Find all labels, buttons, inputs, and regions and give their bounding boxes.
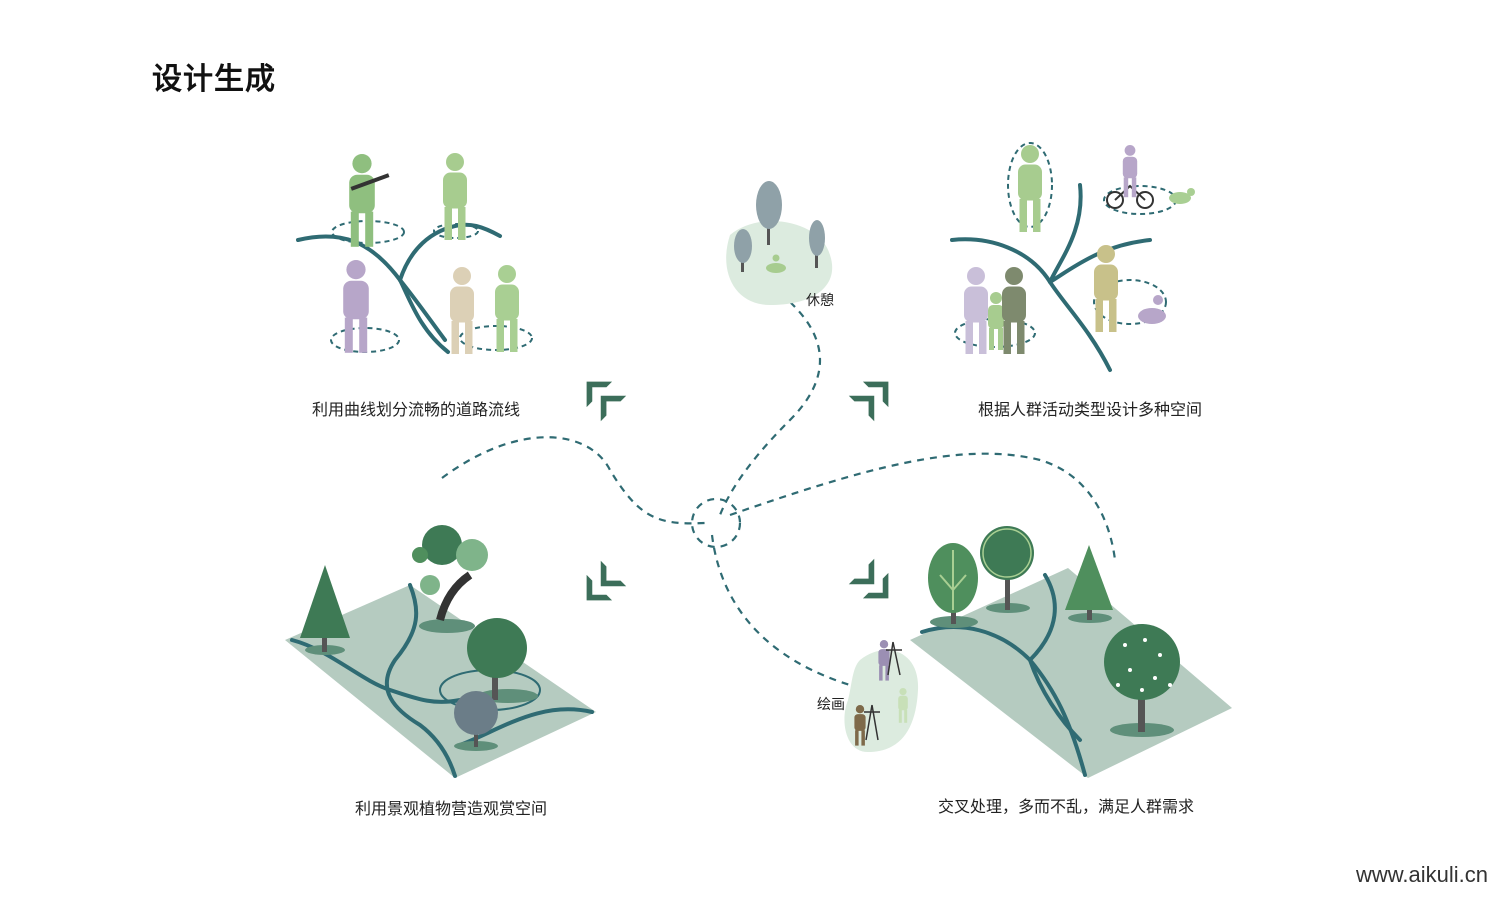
page-title: 设计生成 bbox=[152, 62, 276, 97]
tree-icon bbox=[980, 526, 1034, 613]
person-icon bbox=[343, 260, 369, 353]
connector-painting bbox=[710, 534, 861, 690]
road-diagram-top-left bbox=[296, 153, 533, 354]
tree-icon bbox=[1065, 545, 1113, 623]
dashed-connector-paths bbox=[441, 301, 1117, 690]
person-icon bbox=[1018, 145, 1042, 232]
tree-icon bbox=[454, 691, 498, 751]
person-icon bbox=[1138, 295, 1166, 324]
bicycle-icon bbox=[1106, 184, 1154, 209]
tree-icon bbox=[300, 565, 350, 655]
caption-activity-spaces: 根据人群活动类型设计多种空间 bbox=[978, 400, 1203, 419]
rest-bubble bbox=[726, 181, 833, 305]
plant-plot-bottom-left bbox=[285, 525, 596, 778]
label-painting: 绘画 bbox=[817, 697, 845, 713]
tree-icon bbox=[734, 181, 825, 272]
person-icon bbox=[1122, 145, 1138, 198]
watermark: www.aikuli.cn bbox=[1355, 862, 1488, 887]
tree-icon bbox=[412, 525, 488, 633]
connector-right bbox=[729, 452, 1117, 561]
painting-bubble bbox=[844, 640, 919, 752]
caption-crossing: 交叉处理，多而不乱，满足人群需求 bbox=[938, 797, 1195, 816]
dog-icon bbox=[1169, 188, 1195, 204]
caption-plant-viewing: 利用景观植物营造观赏空间 bbox=[355, 799, 548, 818]
connector-left bbox=[441, 436, 706, 525]
person-icon bbox=[1002, 267, 1026, 354]
label-rest: 休憩 bbox=[806, 293, 834, 309]
person-icon bbox=[988, 292, 1004, 350]
easel-icon bbox=[864, 704, 880, 741]
activity-diagram-top-right bbox=[950, 142, 1195, 372]
tree-icon bbox=[1104, 624, 1180, 737]
person-icon bbox=[495, 265, 519, 352]
easel-icon bbox=[886, 641, 902, 676]
person-icon bbox=[766, 254, 786, 273]
caption-road-flow: 利用曲线划分流畅的道路流线 bbox=[312, 400, 521, 419]
tree-icon bbox=[928, 543, 978, 628]
person-icon bbox=[1094, 245, 1118, 332]
intersection-ring bbox=[690, 497, 742, 549]
person-icon bbox=[964, 267, 988, 354]
connector-rest bbox=[718, 301, 821, 516]
person-icon bbox=[349, 154, 375, 247]
crossing-plot-bottom-right bbox=[910, 526, 1232, 778]
